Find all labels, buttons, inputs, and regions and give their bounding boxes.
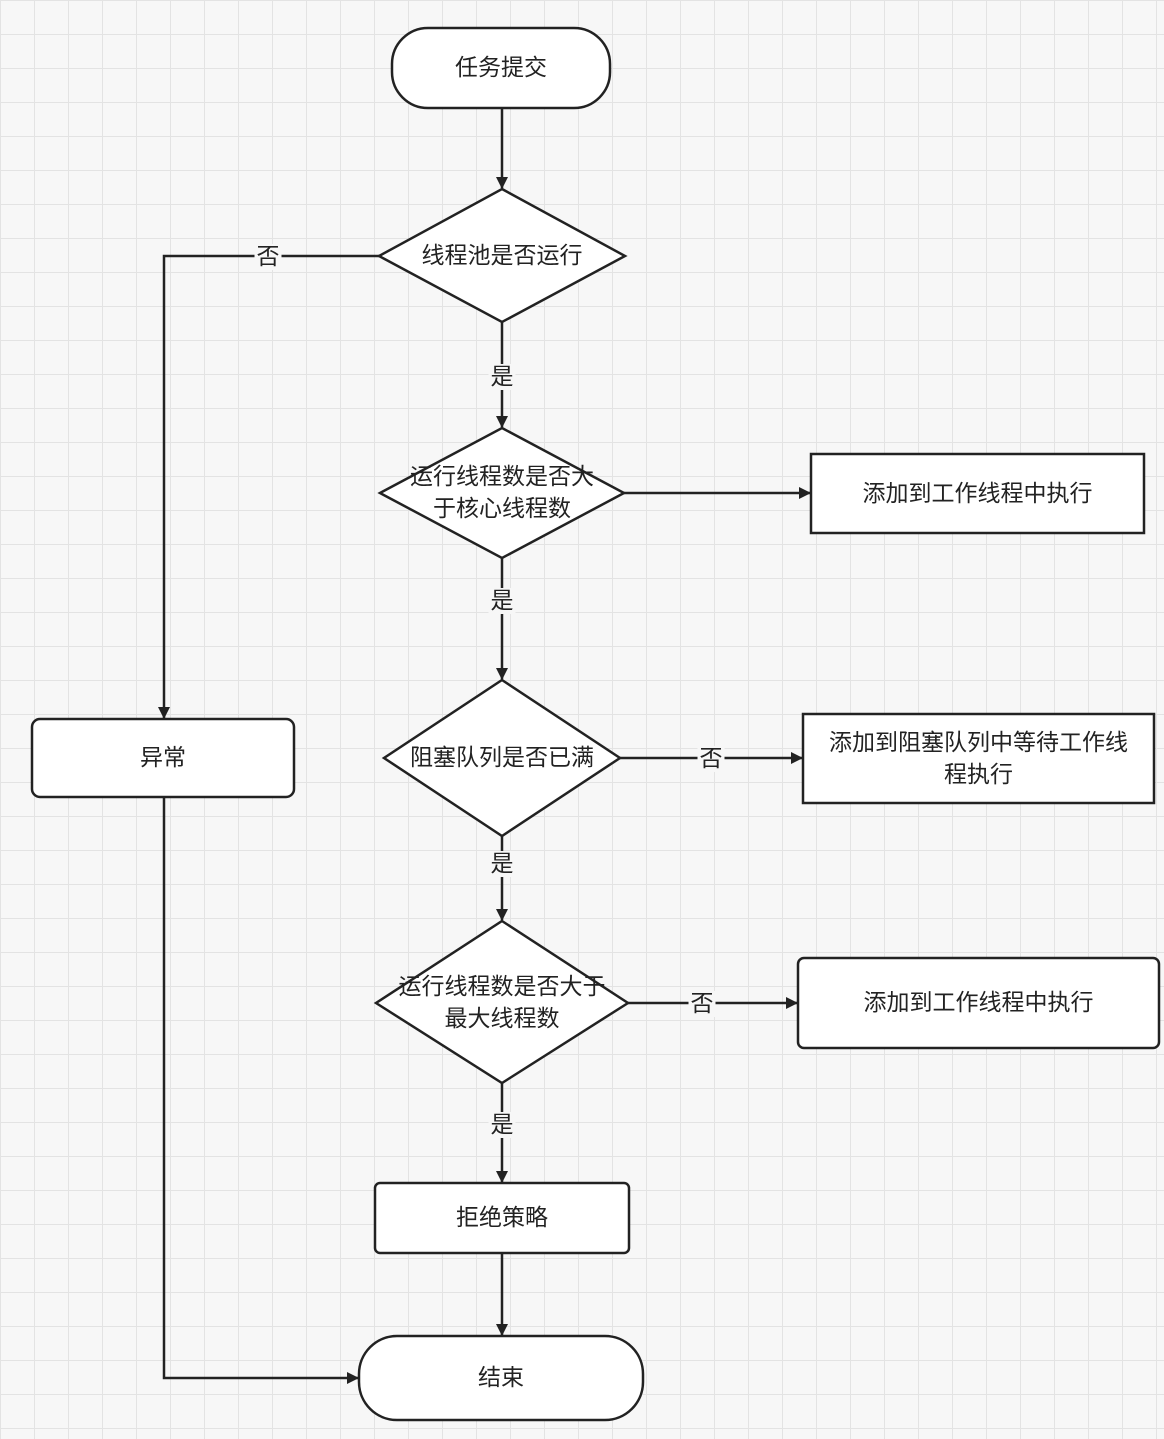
- node-exception-shape: [30, 717, 296, 799]
- node-pool-running-shape: [376, 187, 628, 324]
- node-gt-max-shape: [373, 919, 631, 1085]
- edge-label-gt-core-yes: 是: [488, 588, 516, 614]
- node-add-queue-shape: [801, 712, 1156, 805]
- node-reject-shape: [373, 1181, 631, 1255]
- node-end-shape: [357, 1334, 645, 1422]
- edge-label-pool-running-no: 否: [254, 244, 282, 270]
- node-add-worker-2-shape: [796, 956, 1161, 1050]
- edge-label-queue-full-yes: 是: [488, 851, 516, 877]
- node-submit-shape: [390, 26, 612, 110]
- edge-pool-running-no-to-exception: [158, 254, 380, 719]
- edge-label-queue-full-no: 否: [697, 746, 725, 772]
- node-queue-full-shape: [381, 678, 623, 838]
- edge-label-pool-running-yes: 是: [488, 364, 516, 390]
- node-gt-core-shape: [377, 426, 627, 560]
- edge-label-gt-max-no: 否: [688, 991, 716, 1017]
- edge-exception-to-end: [162, 797, 359, 1384]
- edge-label-gt-max-yes: 是: [488, 1112, 516, 1138]
- node-add-worker-1-shape: [809, 452, 1146, 535]
